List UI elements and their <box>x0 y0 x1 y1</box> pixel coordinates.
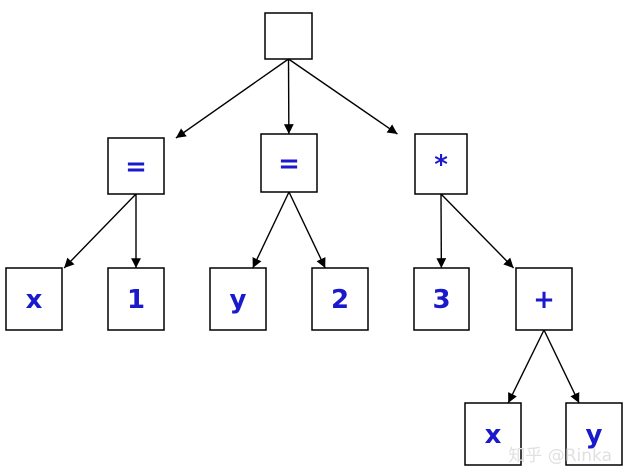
node-x2: x <box>464 402 522 466</box>
node-root <box>264 12 313 60</box>
node-label-two: 2 <box>331 285 349 315</box>
node-label-mul: * <box>434 150 448 180</box>
node-box-x2 <box>464 402 522 466</box>
node-label-one: 1 <box>127 285 145 315</box>
node-box-assign2 <box>260 133 318 193</box>
edge-assign1-to-x1 <box>63 193 137 269</box>
node-label-assign2: = <box>278 149 300 179</box>
node-box-one <box>107 267 165 331</box>
node-box-three <box>413 267 470 331</box>
edge-plus-to-x2 <box>507 329 545 404</box>
node-assign2: = <box>260 133 318 193</box>
node-plus: + <box>515 267 573 331</box>
edges <box>63 58 580 404</box>
node-label-x2: x <box>485 420 502 450</box>
edge-root-to-assign1 <box>175 58 289 139</box>
node-x1: x <box>5 267 63 331</box>
node-box-y1 <box>209 267 267 331</box>
node-box-two <box>311 267 369 331</box>
node-box-root <box>264 12 313 60</box>
edge-plus-to-y2 <box>543 329 580 404</box>
node-label-three: 3 <box>432 285 450 315</box>
node-three: 3 <box>413 267 470 331</box>
watermark: 知乎 @Rinka <box>508 446 612 466</box>
node-one: 1 <box>107 267 165 331</box>
node-y2: y <box>565 402 623 466</box>
nodes: = = * x 1 y 2 3 + x y <box>5 12 623 466</box>
node-label-y1: y <box>230 285 247 315</box>
node-box-x1 <box>5 267 63 331</box>
node-box-plus <box>515 267 573 331</box>
node-label-plus: + <box>533 285 555 315</box>
edge-assign2-to-two <box>288 191 326 269</box>
node-two: 2 <box>311 267 369 331</box>
node-box-mul <box>414 133 468 195</box>
edge-mul-to-plus <box>440 193 515 269</box>
node-assign1: = <box>107 137 165 195</box>
node-label-y2: y <box>586 420 603 450</box>
edge-root-to-mul <box>288 58 398 135</box>
node-label-x1: x <box>26 285 43 315</box>
node-label-assign1: = <box>125 152 147 182</box>
node-box-assign1 <box>107 137 165 195</box>
node-box-y2 <box>565 402 623 466</box>
node-y1: y <box>209 267 267 331</box>
node-mul: * <box>414 133 468 195</box>
edge-assign2-to-y1 <box>252 191 290 269</box>
